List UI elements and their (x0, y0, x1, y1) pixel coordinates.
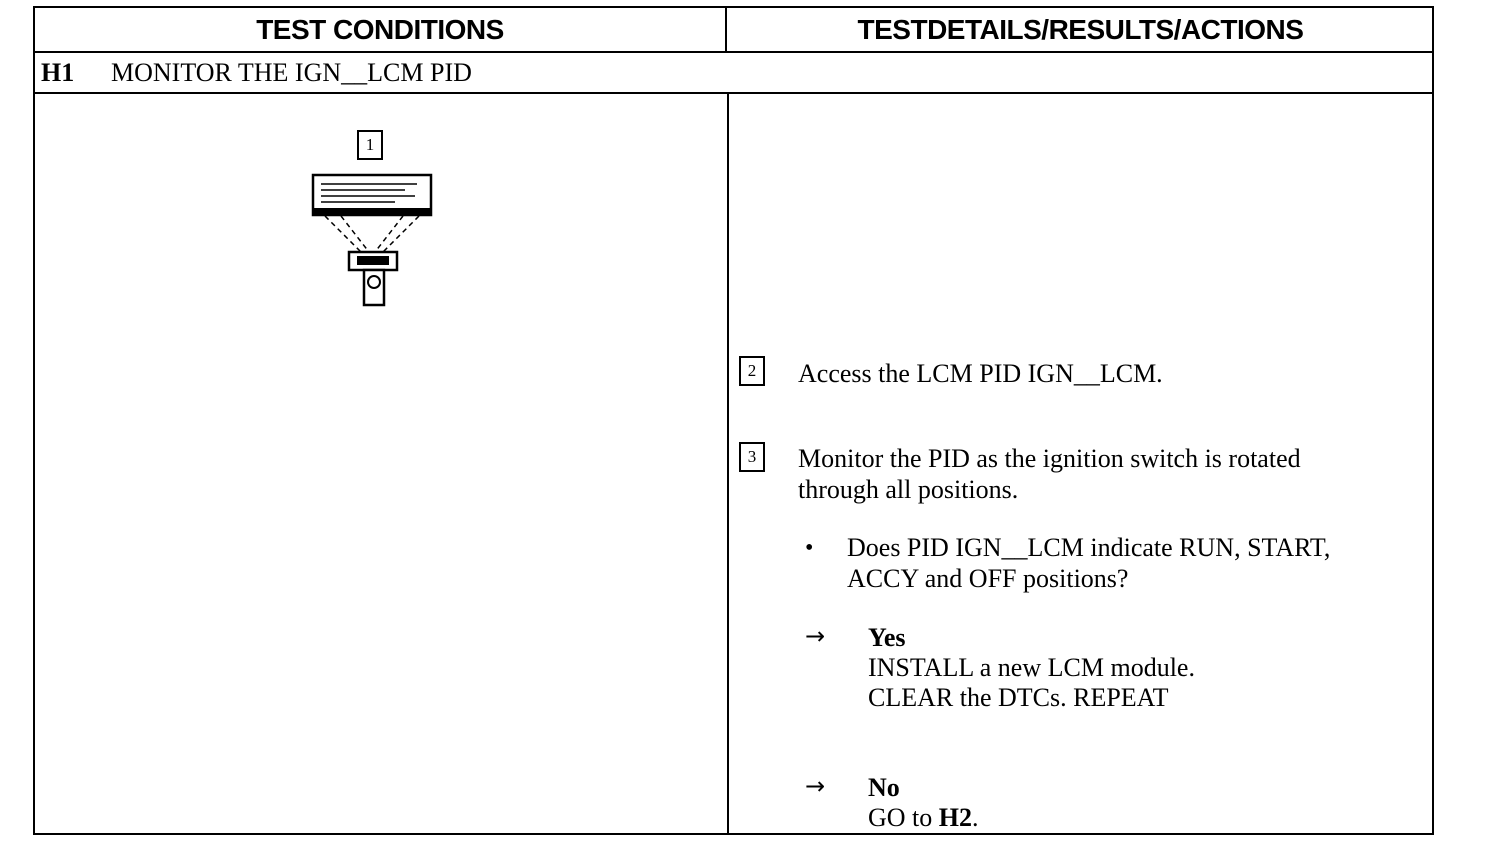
test-details-header: TESTDETAILS/RESULTS/ACTIONS (857, 13, 1304, 45)
body-column-divider (727, 94, 729, 835)
step-2-box: 2 (739, 356, 765, 386)
step-3-line-2: through all positions. (798, 475, 1019, 504)
question-bullet: • (805, 535, 814, 561)
step-3-box: 3 (739, 442, 765, 472)
question-line-1: Does PID IGN__LCM indicate RUN, START, (847, 533, 1331, 562)
yes-action-line-1: INSTALL a new LCM module. (868, 653, 1195, 682)
step-3-line-1: Monitor the PID as the ignition switch i… (798, 444, 1301, 473)
step-2-text: Access the LCM PID IGN__LCM. (798, 359, 1163, 388)
yes-action-line-2: CLEAR the DTCs. REPEAT (868, 683, 1169, 712)
scan-tool-base (313, 208, 431, 214)
yes-label: Yes (868, 623, 906, 652)
step-id: H1 (41, 58, 75, 87)
yes-arrow-icon: → (805, 622, 826, 650)
step-title: MONITOR THE IGN__LCM PID (111, 58, 472, 87)
question-line-2: ACCY and OFF positions? (847, 564, 1129, 593)
test-conditions-header: TEST CONDITIONS (256, 13, 504, 45)
no-label: No (868, 773, 900, 802)
header-divider (35, 51, 1432, 53)
no-target-step: H2 (938, 803, 973, 832)
step-title-row: H1 MONITOR THE IGN__LCM PID (35, 53, 1432, 93)
no-arrow-icon: → (805, 772, 826, 800)
callout-1-box: 1 (357, 130, 383, 160)
test-procedure-table: TEST CONDITIONS TESTDETAILS/RESULTS/ACTI… (33, 6, 1434, 835)
header-column-divider (725, 8, 727, 51)
step-row-divider (35, 92, 1432, 94)
scan-tool-connection-illustration (311, 173, 433, 307)
no-action: GO to H2. (868, 803, 979, 832)
